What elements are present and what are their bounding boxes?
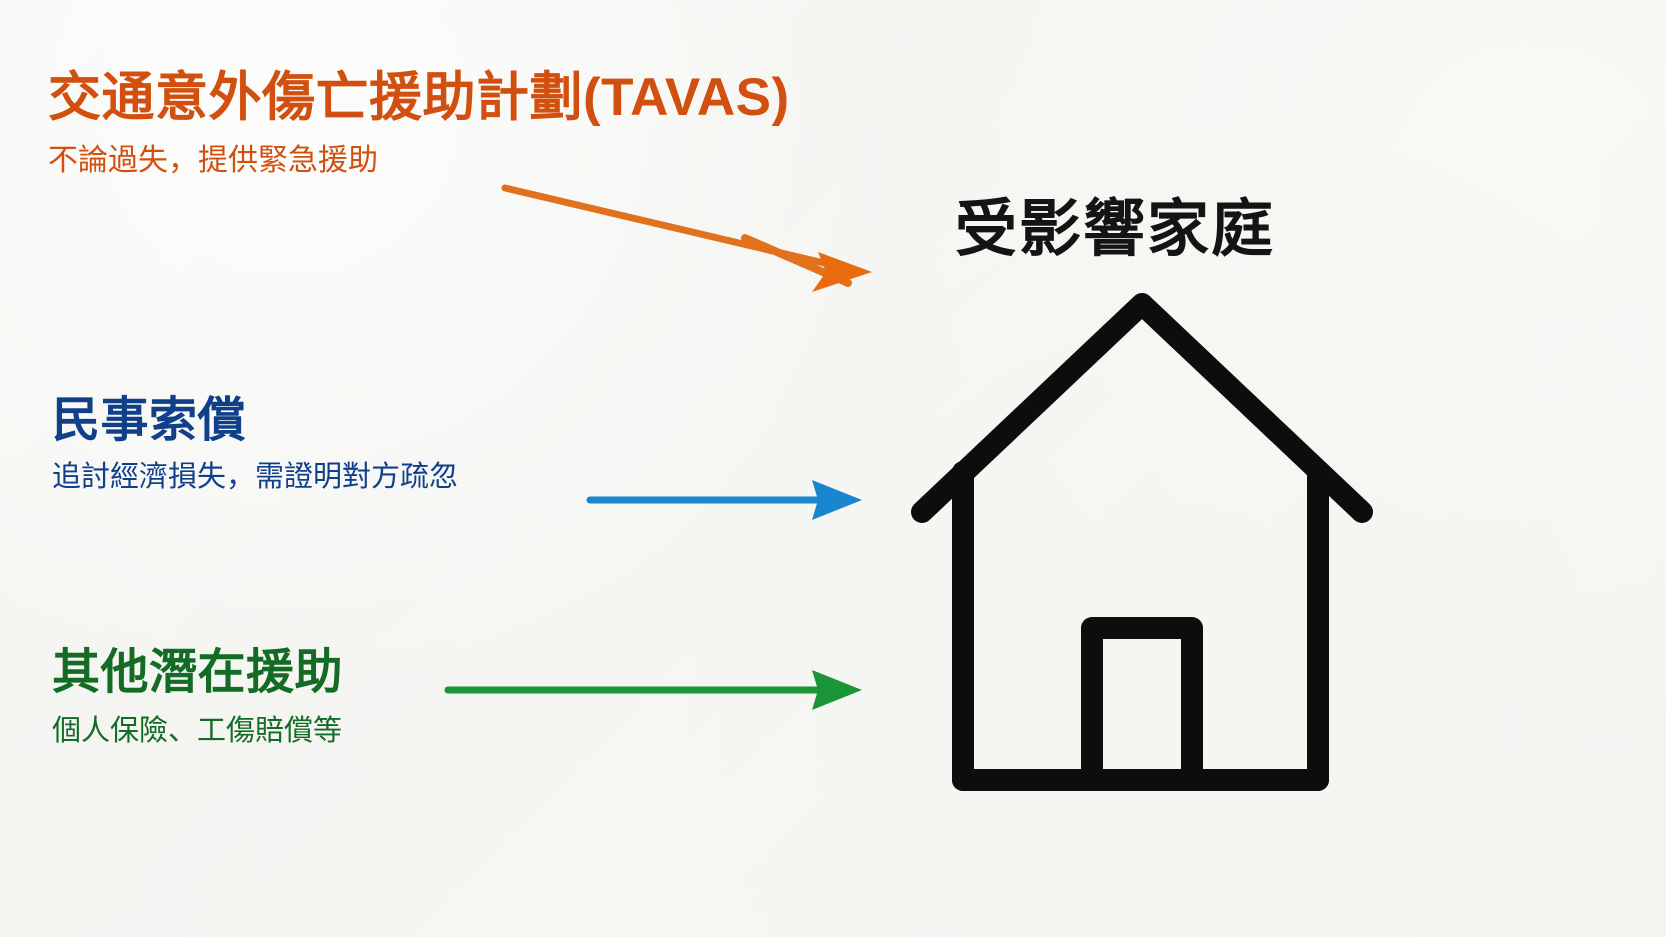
tavas-block: 交通意外傷亡援助計劃(TAVAS) 不論過失，提供緊急援助 [48, 70, 790, 177]
blue-arrow-icon [586, 480, 862, 520]
other-assistance-heading: 其他潛在援助 [52, 646, 344, 699]
tavas-heading: 交通意外傷亡援助計劃(TAVAS) [48, 68, 790, 127]
civil-claim-heading: 民事索償 [52, 394, 247, 447]
civil-claim-subtext: 追討經濟損失，需證明對方疏忽 [52, 461, 459, 494]
orange-arrow-icon [501, 184, 872, 292]
house-icon [911, 293, 1373, 791]
other-assistance-subtext: 個人保險、工傷賠償等 [52, 715, 343, 748]
tavas-subtext: 不論過失，提供緊急援助 [48, 143, 378, 177]
other-assistance-block: 其他潛在援助 個人保險、工傷賠償等 [52, 646, 344, 748]
green-arrow-icon [444, 670, 862, 710]
affected-families-heading: 受影響家庭 [955, 195, 1276, 264]
civil-claim-block: 民事索償 追討經濟損失，需證明對方疏忽 [52, 394, 459, 494]
